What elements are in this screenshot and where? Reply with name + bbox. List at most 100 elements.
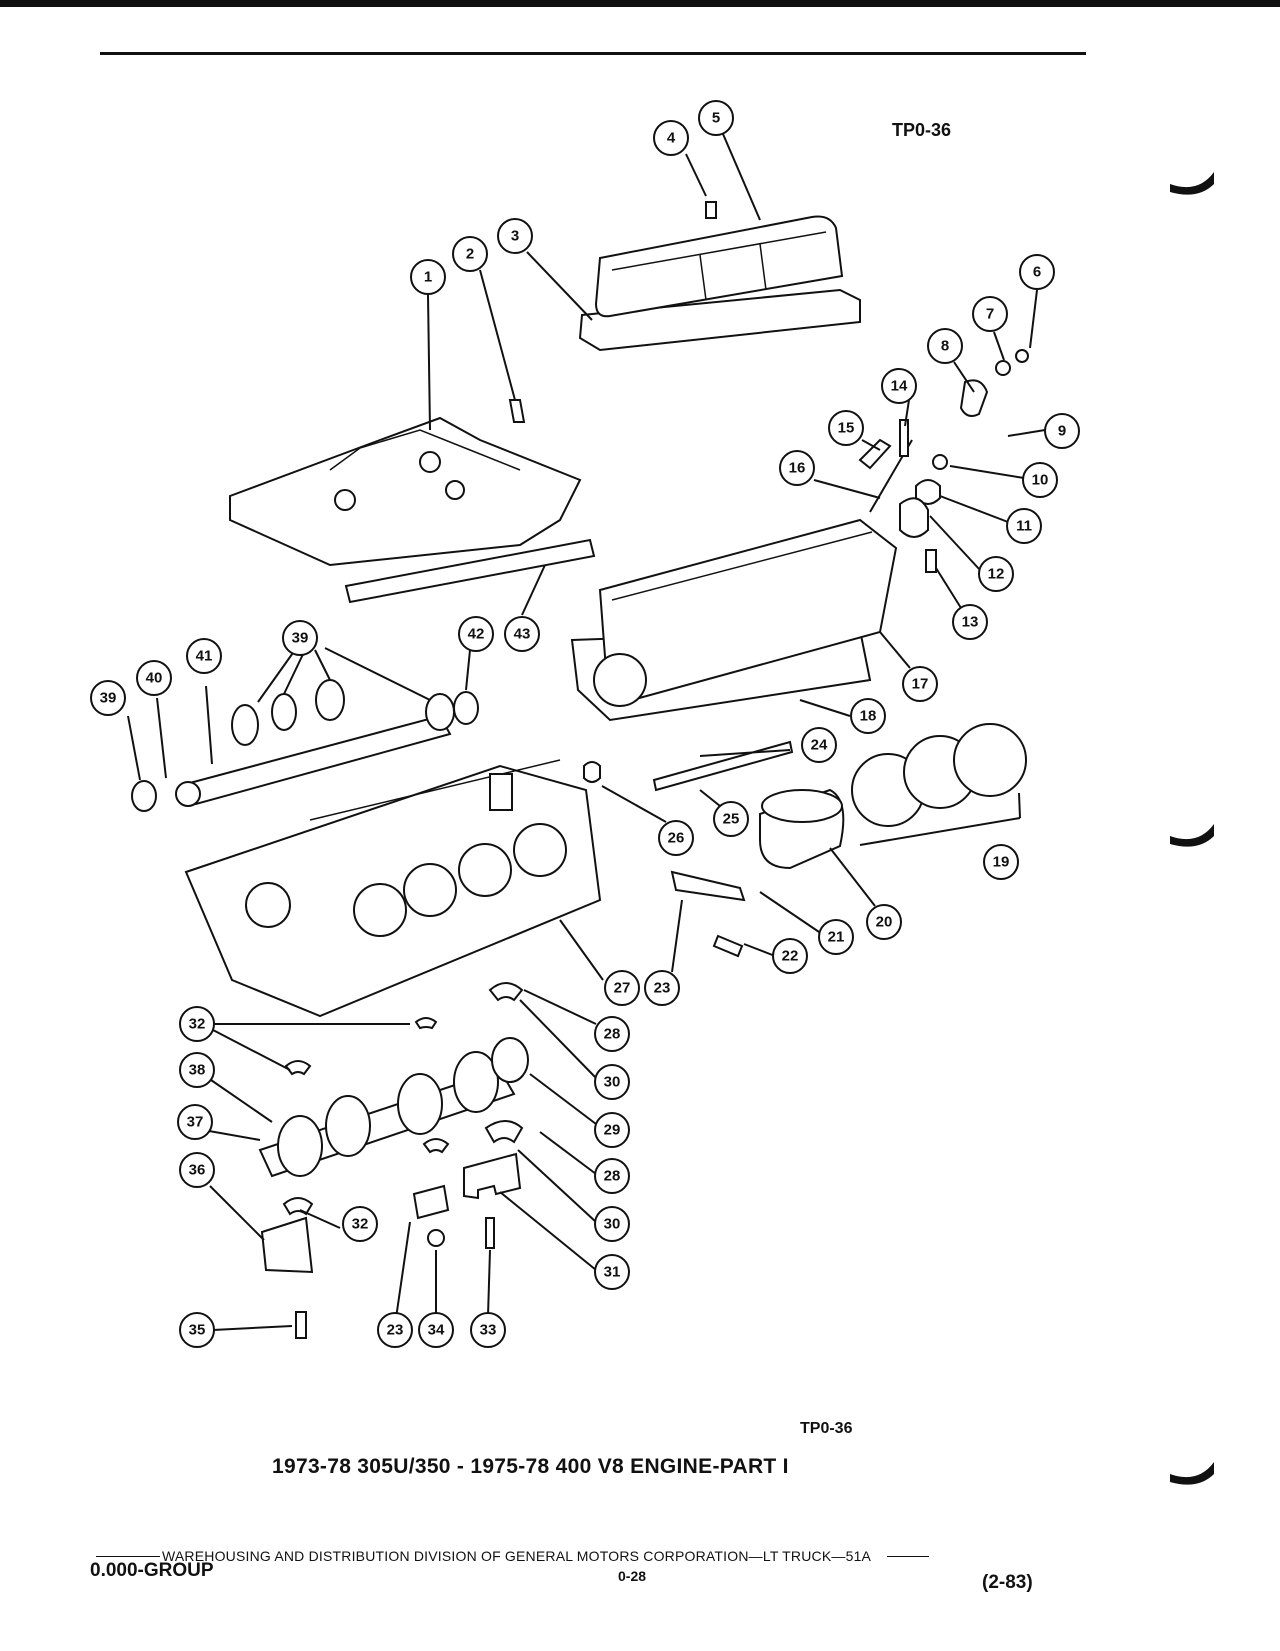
svg-text:18: 18 — [860, 708, 877, 725]
pushrod-guide-part — [858, 438, 892, 470]
svg-text:22: 22 — [782, 948, 799, 965]
callout-12: 12 — [978, 556, 1014, 592]
svg-text:8: 8 — [941, 338, 949, 355]
binder-mark-1 — [1170, 172, 1214, 195]
footer-group: 0.000-GROUP — [90, 1560, 214, 1581]
callout-14: 14 — [881, 368, 917, 404]
svg-text:1: 1 — [424, 269, 432, 286]
svg-text:26: 26 — [668, 830, 685, 847]
callout-25: 25 — [713, 801, 749, 837]
rear-cap-part — [260, 1216, 314, 1274]
piston-top — [761, 789, 843, 823]
main-cap-part — [463, 1152, 522, 1200]
callout-30a: 30 — [594, 1064, 630, 1100]
callout-2: 2 — [452, 236, 488, 272]
svg-text:23: 23 — [654, 980, 671, 997]
bearing-30-lower — [484, 1120, 524, 1144]
svg-text:12: 12 — [988, 566, 1005, 583]
footer-date: (2-83) — [982, 1572, 1033, 1593]
callout-24: 24 — [801, 727, 837, 763]
svg-text:41: 41 — [196, 648, 213, 665]
binder-mark-2 — [1170, 824, 1214, 847]
callout-41: 41 — [186, 638, 222, 674]
bearing-32-top — [284, 1060, 312, 1076]
rocker-stud-part — [899, 419, 909, 457]
bearing-30-top — [488, 982, 524, 1002]
svg-text:30: 30 — [604, 1074, 621, 1091]
footer-rule-left — [96, 1556, 160, 1557]
callout-29: 29 — [594, 1112, 630, 1148]
callout-36: 36 — [179, 1152, 215, 1188]
callout-28b: 28 — [594, 1158, 630, 1194]
callout-22: 22 — [772, 938, 808, 974]
svg-text:38: 38 — [189, 1062, 206, 1079]
bolt-35-part — [295, 1311, 307, 1339]
callout-5: 5 — [698, 100, 734, 136]
callout-33: 33 — [470, 1312, 506, 1348]
callout-38: 38 — [179, 1052, 215, 1088]
bolt-33-part — [485, 1217, 495, 1249]
svg-text:4: 4 — [667, 130, 676, 147]
footer-division-line: WAREHOUSING AND DISTRIBUTION DIVISION OF… — [96, 1548, 930, 1564]
svg-text:2: 2 — [466, 246, 474, 263]
svg-text:24: 24 — [811, 737, 828, 754]
svg-text:23: 23 — [387, 1322, 404, 1339]
svg-text:6: 6 — [1033, 264, 1041, 281]
nut-34-part — [427, 1229, 445, 1247]
piston-pin-part — [712, 934, 744, 958]
valve-spring-part — [899, 497, 929, 538]
callout-30b: 30 — [594, 1206, 630, 1242]
callout-39a: 39 — [282, 620, 318, 656]
page-top-edge — [0, 0, 1280, 7]
valve-cover-part — [578, 215, 861, 352]
svg-text:36: 36 — [189, 1162, 206, 1179]
callout-23b: 23 — [377, 1312, 413, 1348]
callout-40: 40 — [136, 660, 172, 696]
callout-18: 18 — [850, 698, 886, 734]
callout-4: 4 — [653, 120, 689, 156]
nut-part — [1015, 349, 1029, 363]
svg-text:34: 34 — [428, 1322, 445, 1339]
svg-text:25: 25 — [723, 811, 740, 828]
callout-35: 35 — [179, 1312, 215, 1348]
callout-21: 21 — [818, 919, 854, 955]
engine-block-part — [184, 759, 602, 1018]
valve-cover-bolt-part — [705, 201, 717, 219]
svg-text:10: 10 — [1032, 472, 1049, 489]
callout-32b: 32 — [342, 1206, 378, 1242]
binder-mark-3 — [1170, 1462, 1214, 1485]
callout-8: 8 — [927, 328, 963, 364]
svg-text:20: 20 — [876, 914, 893, 931]
svg-text:16: 16 — [789, 460, 806, 477]
callout-37: 37 — [177, 1104, 213, 1140]
valve-part — [652, 740, 794, 792]
camshaft-part — [131, 679, 479, 812]
callout-20: 20 — [866, 904, 902, 940]
svg-text:39: 39 — [100, 690, 117, 707]
svg-text:32: 32 — [189, 1016, 206, 1033]
svg-text:28: 28 — [604, 1026, 621, 1043]
footer-rule-right — [887, 1556, 930, 1557]
callout-31: 31 — [594, 1254, 630, 1290]
callout-34: 34 — [418, 1312, 454, 1348]
intake-gasket-part — [344, 538, 596, 604]
svg-text:31: 31 — [604, 1264, 621, 1281]
svg-text:27: 27 — [614, 980, 631, 997]
svg-text:13: 13 — [962, 614, 979, 631]
rod-cap-part — [412, 1184, 450, 1220]
svg-text:3: 3 — [511, 228, 519, 245]
svg-text:42: 42 — [468, 626, 485, 643]
figure-tag-bottom: TP0-36 — [800, 1420, 853, 1437]
bearing-32-lower — [422, 1138, 450, 1154]
callout-15: 15 — [828, 410, 864, 446]
svg-text:14: 14 — [891, 378, 908, 395]
callout-19: 19 — [983, 844, 1019, 880]
connecting-rod-part — [670, 870, 746, 902]
crankshaft-part — [258, 1037, 529, 1178]
callout-1: 1 — [410, 259, 446, 295]
ring-3-part — [953, 723, 1027, 797]
callout-9: 9 — [1044, 413, 1080, 449]
callout-13: 13 — [952, 604, 988, 640]
engine-exploded-diagram: 1 2 3 4 5 6 7 8 9 10 11 12 13 14 15 16 1… — [90, 100, 1080, 1348]
rocker-arm-part — [959, 379, 989, 417]
